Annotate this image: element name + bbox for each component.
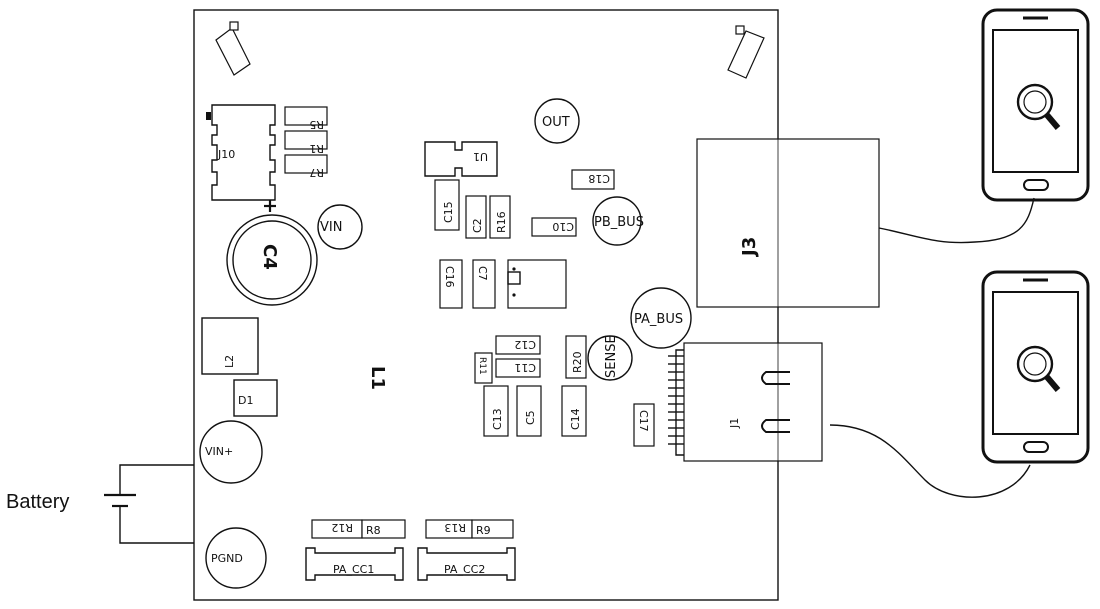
j3-label: J3	[739, 237, 760, 258]
magnifier-icon	[1016, 345, 1061, 392]
battery-label: Battery	[6, 491, 69, 513]
r9-label: R9	[476, 524, 491, 537]
pa-cc2-label: PA_CC2	[444, 563, 485, 576]
resistor-r5: R5	[284, 106, 328, 131]
capacitor-c4: C4	[226, 200, 318, 306]
c5-label: C5	[524, 410, 537, 425]
c4-label: C4	[259, 244, 280, 270]
j10-label: J10	[217, 148, 235, 161]
mount-tab-right	[727, 25, 765, 79]
capacitor-c16: C16	[439, 259, 463, 309]
phone-bottom	[981, 270, 1090, 464]
capacitor-c18: C18	[571, 169, 615, 190]
connector-j10: J10	[206, 104, 276, 201]
connector-j1: J1	[668, 342, 823, 462]
capacitor-c2: C2	[465, 195, 487, 239]
c17-label: C17	[637, 410, 650, 432]
resistor-r13: R13	[425, 519, 473, 539]
resistor-r16: R16	[489, 195, 511, 239]
pa-bus-label: PA_BUS	[634, 312, 683, 327]
r16-label: R16	[495, 211, 508, 233]
u1-label: U1	[473, 150, 488, 163]
testpoint-pb-bus: PB_BUS	[592, 196, 644, 246]
r11-label: R11	[477, 357, 487, 375]
r5-label: R5	[309, 118, 324, 131]
ic-u1: U1	[424, 141, 498, 177]
l2-label: L2	[223, 355, 236, 368]
phone-top	[981, 8, 1090, 202]
resistor-r1: R1	[284, 130, 328, 155]
j1-pins	[668, 355, 684, 445]
testpoint-vin: VIN	[317, 204, 363, 250]
c2-label: C2	[471, 218, 484, 233]
small-chip	[507, 259, 567, 309]
resistor-r20: R20	[565, 335, 587, 379]
c14-label: C14	[569, 408, 582, 430]
capacitor-c11: C11	[495, 358, 541, 378]
out-label: OUT	[542, 115, 570, 130]
capacitor-c15: C15	[434, 179, 460, 231]
resistor-r12: R12	[311, 519, 363, 539]
r20-label: R20	[571, 351, 584, 373]
r1-label: R1	[309, 142, 324, 155]
testpoint-vin-plus: VIN+	[199, 420, 263, 484]
battery-symbol: Battery	[6, 464, 194, 544]
l1-label: L1	[367, 366, 388, 390]
resistor-r7: R7	[284, 154, 328, 179]
sense-label: SENSE	[604, 335, 619, 378]
testpoint-sense: SENSE	[587, 335, 633, 381]
r7-label: R7	[309, 166, 324, 179]
c11-label: C11	[514, 361, 536, 374]
mount-tab-left	[215, 21, 251, 76]
resistor-r9: R9	[471, 519, 514, 539]
capacitor-c17: C17	[633, 403, 655, 447]
testpoint-out: OUT	[534, 98, 580, 144]
connector-pa-cc2: PA_CC2	[417, 547, 516, 581]
c7-label: C7	[476, 266, 489, 281]
c13-label: C13	[491, 408, 504, 430]
testpoint-pgnd: PGND	[205, 527, 267, 589]
pa-cc1-label: PA_CC1	[333, 563, 374, 576]
resistor-r11: R11	[474, 352, 493, 384]
capacitor-c5: C5	[516, 385, 542, 437]
cable-top	[878, 197, 1035, 244]
vin-plus-label: VIN+	[205, 445, 233, 458]
cable-bottom	[829, 424, 1031, 498]
d1-label: D1	[238, 394, 253, 407]
j1-label: J1	[728, 418, 741, 429]
pgnd-label: PGND	[211, 552, 243, 565]
capacitor-c10: C10	[531, 217, 577, 237]
resistor-r8: R8	[361, 519, 406, 539]
r12-label: R12	[331, 521, 353, 534]
r8-label: R8	[366, 524, 381, 537]
pb-bus-label: PB_BUS	[594, 215, 644, 230]
c15-label: C15	[442, 201, 455, 223]
connector-pa-cc1: PA_CC1	[305, 547, 404, 581]
inductor-l2: L2	[201, 317, 259, 375]
c12-label: C12	[514, 338, 536, 351]
capacitor-c12: C12	[495, 335, 541, 355]
capacitor-c14: C14	[561, 385, 587, 437]
r13-label: R13	[444, 521, 466, 534]
vin-label: VIN	[320, 220, 342, 235]
capacitor-c7: C7	[472, 259, 496, 309]
diode-d1: D1	[233, 379, 278, 417]
c18-label: C18	[588, 172, 610, 185]
c10-label: C10	[552, 220, 574, 233]
testpoint-pa-bus: PA_BUS	[630, 287, 692, 349]
capacitor-c13: C13	[483, 385, 509, 437]
magnifier-icon	[1016, 83, 1061, 130]
c16-label: C16	[443, 266, 456, 288]
connector-j3: J3	[696, 138, 880, 308]
